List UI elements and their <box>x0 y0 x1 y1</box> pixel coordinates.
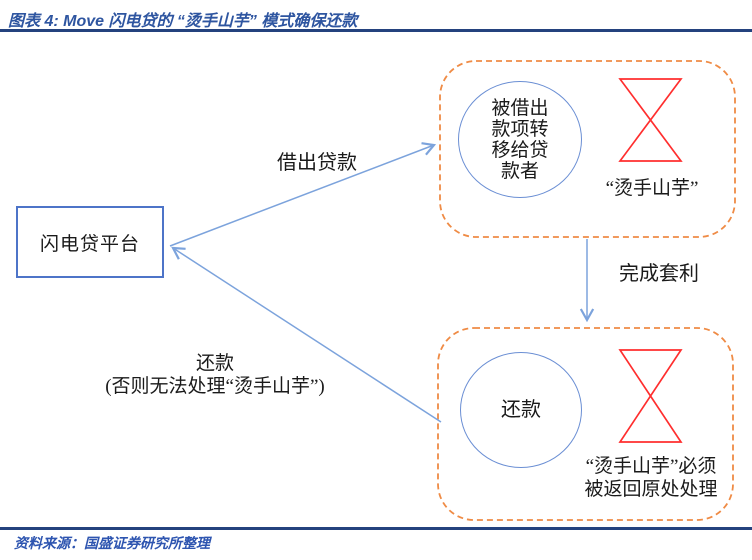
platform-box-label: 闪电贷平台 <box>39 233 140 255</box>
hot-potato-label-bottom-line2: 被返回原处处理 <box>584 479 718 500</box>
borrowed-funds-circle-line1: 被借出 <box>491 97 549 119</box>
repayment-circle: 还款 <box>460 352 582 468</box>
hot-potato-label-bottom: “烫手山芋”必须 被返回原处处理 <box>553 455 749 501</box>
hot-potato-label-top: “烫手山芋” <box>605 178 699 199</box>
arbitrage-arrow-label: 完成套利 <box>619 263 699 285</box>
repayment-circle-label: 还款 <box>501 398 541 421</box>
hot-potato-label-bottom-line1: “烫手山芋”必须 <box>585 456 717 477</box>
borrow-group-box <box>439 60 736 238</box>
borrowed-funds-circle-line4: 款者 <box>500 160 539 182</box>
repay-arrow-label-line1: 还款 <box>195 353 234 374</box>
repay-arrow-label-line2: (否则无法处理“烫手山芋”) <box>105 376 325 397</box>
repay-arrow-line <box>171 246 442 423</box>
repay-arrow-label: 还款 (否则无法处理“烫手山芋”) <box>85 352 345 398</box>
lend-arrow-line <box>169 142 437 247</box>
borrowed-funds-circle-line3: 移给贷 <box>491 139 549 161</box>
flash-loan-platform-box: 闪电贷平台 <box>16 206 164 278</box>
hot-potato-hourglass-icon <box>618 349 683 443</box>
figure-title: 图表 4: Move 闪电贷的 “烫手山芋” 模式确保还款 <box>8 13 358 30</box>
lend-arrow-label: 借出贷款 <box>277 152 357 174</box>
footer-divider <box>0 527 752 530</box>
borrowed-funds-circle: 被借出 款项转 移给贷 款者 <box>458 81 582 198</box>
source-note: 资料来源：国盛证券研究所整理 <box>14 535 210 551</box>
repay-group-box <box>437 327 734 521</box>
title-divider <box>0 29 752 32</box>
borrowed-funds-circle-line2: 款项转 <box>491 118 549 140</box>
hot-potato-hourglass-icon <box>618 78 683 162</box>
